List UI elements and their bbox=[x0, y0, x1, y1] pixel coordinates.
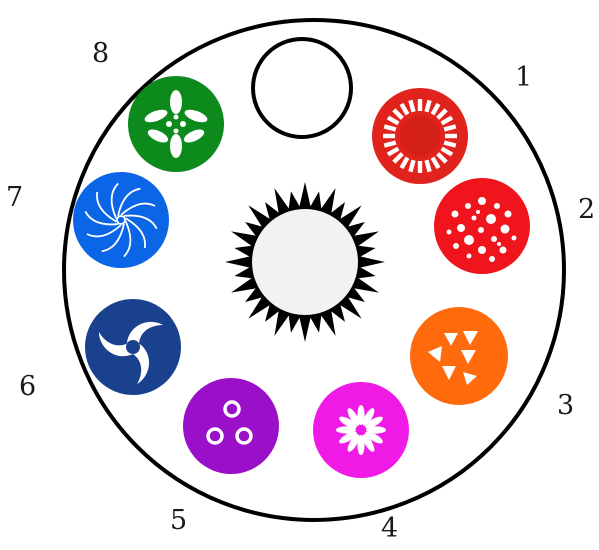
slot-number-6: 6 bbox=[19, 373, 36, 400]
slot-number-5: 5 bbox=[170, 507, 187, 534]
slot-number-7: 7 bbox=[6, 184, 23, 211]
slot-number-4: 4 bbox=[381, 515, 398, 542]
slot-6-gobo[interactable] bbox=[85, 299, 181, 395]
slot-4-gobo[interactable] bbox=[313, 382, 409, 478]
slot-number-2: 2 bbox=[578, 196, 595, 223]
slot-2-gobo[interactable] bbox=[434, 178, 530, 274]
slot-3-gobo[interactable] bbox=[410, 307, 508, 405]
slot-number-1: 1 bbox=[515, 64, 532, 91]
spiky-sun-icon bbox=[225, 182, 385, 342]
open-circle-icon bbox=[253, 39, 351, 137]
slot-1-gobo[interactable] bbox=[372, 88, 468, 184]
slot-5-gobo[interactable] bbox=[183, 378, 279, 474]
slot-number-3: 3 bbox=[557, 392, 574, 419]
slot-7-gobo[interactable] bbox=[73, 172, 169, 268]
slot-number-8: 8 bbox=[92, 40, 109, 67]
slot-8-gobo[interactable] bbox=[128, 76, 224, 172]
